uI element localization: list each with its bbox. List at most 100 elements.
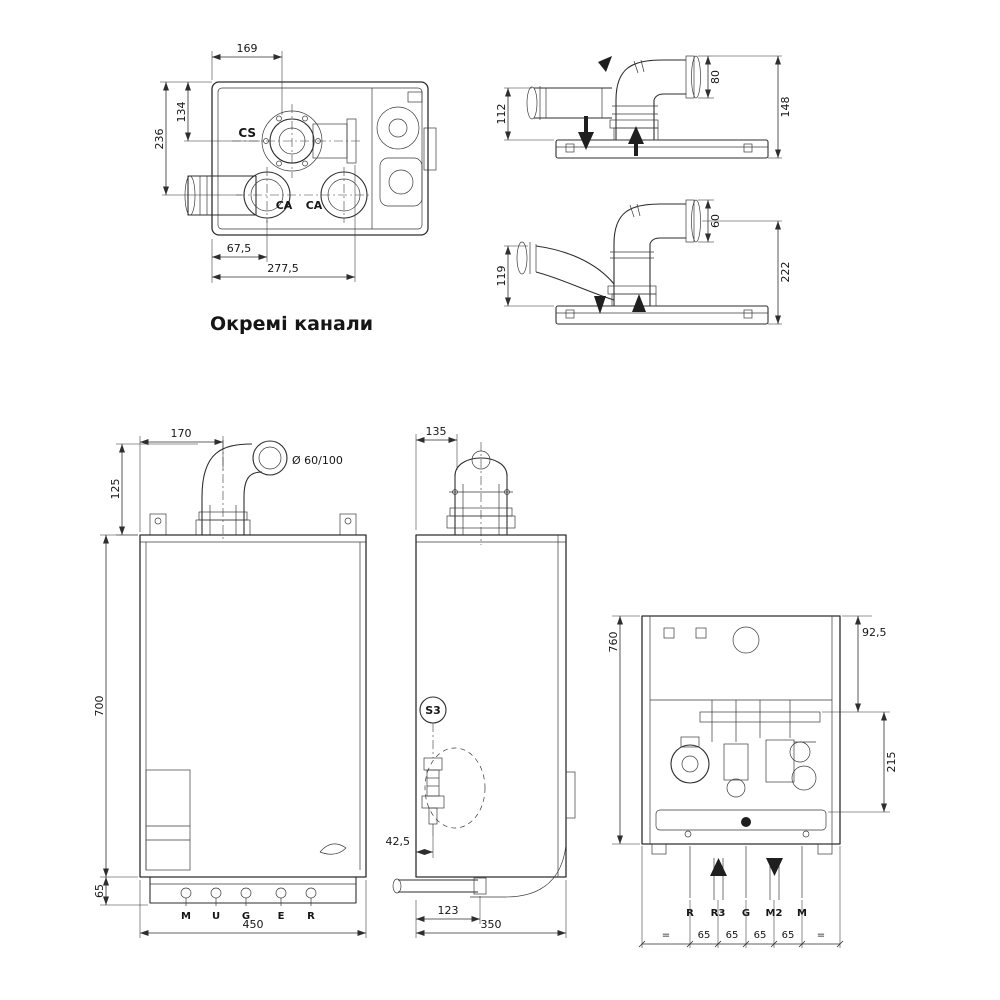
- dim-spacing-row: = 65 65 65 65 =: [638, 846, 844, 948]
- down-arrow-icon: [578, 132, 594, 150]
- dim-350-label: 350: [481, 918, 502, 931]
- spacing-65-4: 65: [782, 930, 795, 941]
- condensate-pipe: [392, 877, 487, 895]
- brand-logo: [319, 843, 347, 855]
- down-arrow-icon: [594, 296, 606, 314]
- front-flue-elbow: [195, 440, 288, 542]
- top-view-body: [211, 81, 429, 236]
- dim-169: 169: [211, 42, 283, 115]
- up-arrow-icon: [628, 126, 644, 144]
- top-view-body-inner: [217, 87, 423, 230]
- dim-277-5-label: 277,5: [267, 262, 299, 275]
- dim-700: 700: [93, 534, 138, 878]
- flue-diameter-label: Ø 60/100: [292, 454, 343, 467]
- flow-direction-arrow-icon: [598, 56, 612, 72]
- dim-236-label: 236: [153, 129, 166, 150]
- dim-92-5-label: 92,5: [862, 626, 887, 639]
- dim-112: 112: [495, 87, 554, 141]
- dim-170: 170: [139, 427, 224, 532]
- intake-pipe: [526, 86, 612, 120]
- dim-215: 215: [828, 712, 898, 813]
- intake-elbow: [516, 241, 615, 301]
- rear-view: R R3 G M2 M 760 92,5 215: [607, 615, 898, 948]
- gas-valve: [723, 743, 749, 798]
- dim-450: 450: [139, 880, 367, 938]
- s3-sensor: S3: [419, 696, 447, 758]
- connection-label-u: U: [212, 911, 220, 922]
- pump: [670, 736, 710, 784]
- drain-point: [741, 817, 751, 827]
- dim-119: 119: [495, 245, 554, 307]
- s3-label: S3: [425, 704, 441, 717]
- up-arrow-icon: [710, 858, 727, 876]
- side-body: [415, 534, 567, 878]
- ca-label-right: CA: [306, 199, 323, 212]
- fan-assembly: [376, 91, 423, 207]
- dim-92-5: 92,5: [822, 615, 890, 713]
- dim-42-5-label: 42,5: [386, 835, 411, 848]
- vertical-pipe-outlet: [607, 199, 701, 307]
- dim-67-5: 67,5: [211, 220, 268, 283]
- cs-label: CS: [238, 126, 256, 140]
- dim-80: 80: [698, 55, 722, 99]
- down-arrow-icon: [766, 858, 783, 876]
- dim-123: 123: [415, 896, 481, 938]
- rear-frame: [641, 615, 841, 845]
- flue-kit-view-1: 112 80 148: [495, 55, 792, 159]
- air-intake-pipe: [184, 175, 257, 216]
- connection-label-m: M: [181, 911, 191, 922]
- dim-119-label: 119: [495, 266, 508, 287]
- dim-65-label: 65: [93, 884, 106, 898]
- dim-700-label: 700: [93, 696, 106, 717]
- dim-134-label: 134: [175, 102, 188, 123]
- spacing-65-3: 65: [754, 930, 767, 941]
- dim-135-label: 135: [426, 425, 447, 438]
- drawing-title: Окремі канали: [210, 313, 373, 335]
- dim-148: 148: [714, 55, 792, 159]
- dim-760-label: 760: [607, 632, 620, 653]
- side-flue-terminal: [446, 442, 516, 545]
- ca-label-left: CA: [276, 199, 293, 212]
- spacing-eq-left: =: [662, 930, 670, 941]
- dim-170-label: 170: [171, 427, 192, 440]
- drain-valve: [421, 747, 486, 836]
- spacing-65-2: 65: [726, 930, 739, 941]
- dim-760: 760: [607, 615, 640, 845]
- elbow-outlet: [609, 55, 701, 141]
- dim-450-label: 450: [243, 918, 264, 931]
- mounting-plate-2: [555, 305, 769, 325]
- up-arrow-icon: [632, 294, 646, 312]
- front-body: [139, 534, 367, 878]
- bottom-tray: [655, 809, 827, 831]
- dim-112-label: 112: [495, 104, 508, 125]
- connection-label-r: R: [307, 911, 315, 922]
- connection-label-e: E: [278, 911, 285, 922]
- control-panel: [145, 769, 191, 871]
- spacing-eq-right: =: [817, 930, 825, 941]
- flue-kit-view-2: 119 60 222: [495, 199, 792, 325]
- dim-169-label: 169: [237, 42, 258, 55]
- flow-arrows-2: [594, 294, 646, 314]
- dim-125-label: 125: [109, 479, 122, 500]
- bottom-curve: [470, 844, 567, 898]
- flue-opening: [732, 626, 760, 654]
- dim-350: 350: [416, 880, 567, 938]
- dim-236: 236: [153, 82, 242, 196]
- connection-label-g: G: [242, 911, 250, 922]
- dim-67-5-label: 67,5: [227, 242, 252, 255]
- dim-215-label: 215: [885, 752, 898, 773]
- dim-222-label: 222: [779, 262, 792, 283]
- flow-arrows: [578, 56, 644, 156]
- dim-222: 222: [702, 220, 792, 325]
- front-view: Ø 60/100 M U G E R: [93, 427, 367, 938]
- dim-277-5: 277,5: [212, 165, 356, 282]
- dim-148-label: 148: [779, 97, 792, 118]
- dim-123-label: 123: [438, 904, 459, 917]
- mounting-plate: [555, 139, 769, 159]
- side-clip: [565, 771, 576, 819]
- hydraulic-group: [765, 739, 817, 791]
- top-view: CS CA CA 169 134 236 67,5: [153, 42, 437, 335]
- rear-connections: R R3 G M2 M: [686, 846, 807, 919]
